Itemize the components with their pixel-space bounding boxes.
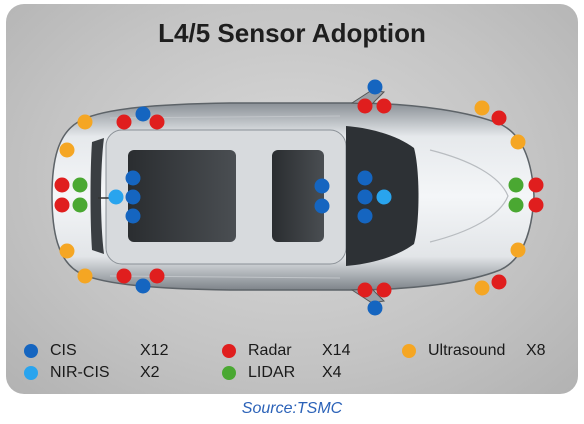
lidar-sensor	[508, 177, 524, 193]
legend-nir-cis-count: X2	[140, 364, 160, 381]
lidar-sensors	[72, 177, 524, 213]
ultrasound-sensor	[77, 268, 93, 284]
legend-cis-dot	[24, 344, 38, 358]
ultrasound-sensor	[59, 142, 75, 158]
lidar-sensor	[72, 197, 88, 213]
nir-cis-sensor	[108, 189, 124, 205]
radar-sensor	[491, 274, 507, 290]
cis-sensor	[314, 178, 330, 194]
sunroof-rear	[128, 150, 236, 242]
lidar-sensor	[72, 177, 88, 193]
cis-sensors	[125, 79, 383, 316]
radar-sensor	[116, 268, 132, 284]
radar-sensor	[357, 282, 373, 298]
radar-sensor	[54, 197, 70, 213]
ultrasound-sensor	[77, 114, 93, 130]
ultrasound-sensors	[59, 100, 526, 296]
cis-sensor	[135, 106, 151, 122]
diagram-title: L4/5 Sensor Adoption	[158, 18, 426, 48]
radar-sensor	[54, 177, 70, 193]
ultrasound-sensor	[474, 100, 490, 116]
ultrasound-sensor	[510, 242, 526, 258]
legend-lidar: LIDAR X4	[222, 363, 342, 383]
legend-radar-dot	[222, 344, 236, 358]
legend-lidar-dot	[222, 366, 236, 380]
legend-nir-cis-dot	[24, 366, 38, 380]
legend-lidar-label: LIDAR	[248, 364, 296, 381]
cis-sensor	[314, 198, 330, 214]
ultrasound-sensor	[474, 280, 490, 296]
radar-sensor	[149, 268, 165, 284]
cis-sensor	[125, 170, 141, 186]
radar-sensor	[116, 114, 132, 130]
radar-sensor	[376, 282, 392, 298]
legend-ultrasound-count: X8	[526, 342, 546, 359]
cis-sensor	[125, 189, 141, 205]
nir-cis-sensors	[108, 189, 392, 205]
cis-sensor	[367, 79, 383, 95]
cis-sensor	[357, 208, 373, 224]
ultrasound-sensor	[510, 134, 526, 150]
legend-radar-label: Radar	[248, 342, 292, 359]
lidar-sensor	[508, 197, 524, 213]
radar-sensor	[357, 98, 373, 114]
radar-sensor	[528, 177, 544, 193]
legend-nir-cis-label: NIR-CIS	[50, 364, 110, 381]
radar-sensor	[149, 114, 165, 130]
radar-sensor	[376, 98, 392, 114]
legend-cis-count: X12	[140, 342, 169, 359]
radar-sensors	[54, 98, 544, 298]
legend-lidar-count: X4	[322, 364, 342, 381]
cis-sensor	[367, 300, 383, 316]
rear-window	[90, 138, 104, 254]
cis-sensor	[135, 278, 151, 294]
legend-nir-cis: NIR-CIS X2	[24, 363, 160, 383]
cis-sensor	[357, 189, 373, 205]
nir-cis-sensor	[376, 189, 392, 205]
legend-ultrasound: Ultrasound X8	[402, 341, 546, 361]
legend-radar-count: X14	[322, 342, 351, 359]
legend-ultrasound-dot	[402, 344, 416, 358]
cis-sensor	[125, 208, 141, 224]
legend-radar: Radar X14	[222, 341, 350, 361]
radar-sensor	[491, 110, 507, 126]
legend-ultrasound-label: Ultrasound	[428, 342, 506, 359]
ultrasound-sensor	[59, 243, 75, 259]
cis-sensor	[357, 170, 373, 186]
radar-sensor	[528, 197, 544, 213]
legend-cis-label: CIS	[50, 342, 77, 359]
source-caption: Source:TSMC	[241, 400, 343, 417]
sunroof-front	[272, 150, 324, 242]
legend-cis: CIS X12	[24, 341, 168, 361]
